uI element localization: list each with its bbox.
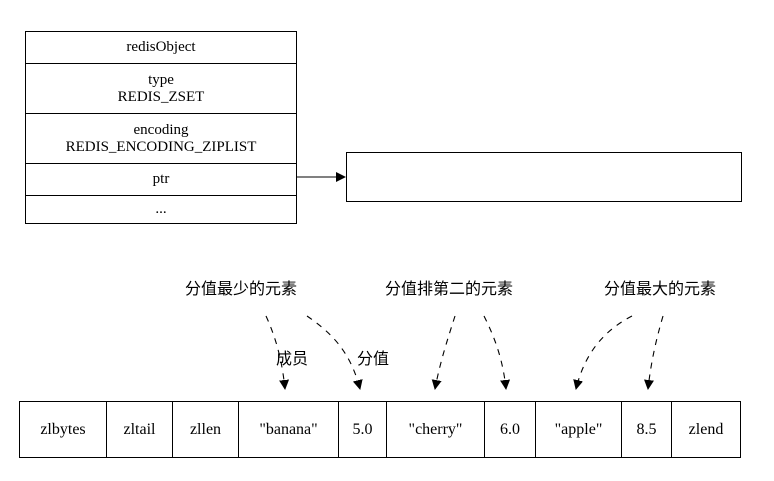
ziplist-cell-zlend: zlend [671,402,740,457]
ziplist-cell-member-apple: "apple" [535,402,621,457]
min-member-arrow [265,315,290,390]
second-member-arrow [431,315,456,390]
ptr-field: ptr [26,163,296,195]
ziplist-cell-score-banana: 5.0 [338,402,386,457]
ptr-field-name: ptr [152,171,170,187]
min-score-arrow [306,315,363,390]
ellipsis-field-text: ... [155,201,167,217]
ziplist-cell-score-apple: 8.5 [621,402,671,457]
encoding-field: encoding REDIS_ENCODING_ZIPLIST [26,113,296,163]
max-element-label: 分值最大的元素 [604,279,717,298]
second-score-arrow [483,315,511,390]
encoding-field-value: REDIS_ENCODING_ZIPLIST [65,138,257,155]
ziplist-cell-member-banana: "banana" [238,402,338,457]
type-field-name: type [148,71,174,88]
min-element-label: 分值最少的元素 [185,279,298,298]
ziplist-row: zlbytes zltail zllen "banana" 5.0 "cherr… [19,401,741,458]
ptr-target-box [346,152,742,202]
ellipsis-field: ... [26,195,296,223]
member-label: 成员 [276,349,309,368]
second-element-label: 分值排第二的元素 [385,279,514,298]
type-field: type REDIS_ZSET [26,63,296,113]
ziplist-cell-member-cherry: "cherry" [386,402,484,457]
type-field-value: REDIS_ZSET [117,88,205,105]
ziplist-cell-zlbytes: zlbytes [40,420,86,438]
ziplist-cell-zltail: zltail [106,402,172,457]
redis-object-header: redisObject [26,32,296,63]
max-score-arrow [644,315,664,390]
score-label: 分值 [357,349,390,368]
ziplist-cell-zllen: zllen [172,402,238,457]
max-member-arrow [573,315,633,390]
redis-object-box: redisObject type REDIS_ZSET encoding RED… [25,31,297,224]
encoding-field-name: encoding [133,121,189,138]
redis-object-title: redisObject [126,39,196,55]
ziplist-cell-score-cherry: 6.0 [484,402,535,457]
